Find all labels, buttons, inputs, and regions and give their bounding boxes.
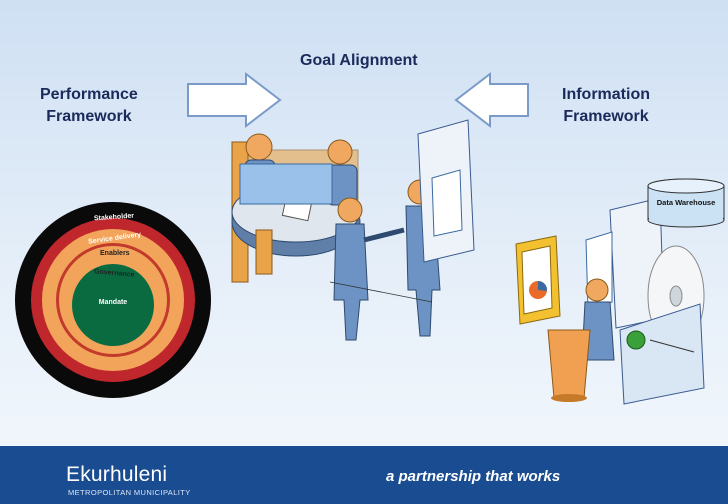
brand-name: Ekurhuleni (66, 463, 168, 486)
right-arrow-icon (187, 71, 282, 129)
page-title: Goal Alignment (300, 52, 418, 69)
performance-framework-line-1: Performance (40, 86, 138, 103)
information-framework-line-2: Framework (563, 108, 649, 125)
ring-mandate (72, 264, 154, 346)
presenter-illustration (515, 235, 615, 402)
ring-label-mandate: Mandate (98, 299, 128, 306)
performance-framework-label: Performance Framework (40, 84, 138, 128)
tagline: a partnership that works (386, 468, 561, 485)
information-framework-line-1: Information (562, 86, 650, 103)
performance-framework-line-2: Framework (46, 108, 132, 125)
data-warehouse-icon (647, 178, 725, 228)
information-framework-label: Information Framework (562, 84, 650, 128)
ring-label-enablers: Enablers (100, 250, 130, 257)
data-warehouse-label: Data Warehouse (656, 198, 716, 207)
footer-bar: Ekurhuleni METROPOLITAN MUNICIPALITY a p… (0, 446, 728, 504)
meeting-illustration (231, 133, 441, 341)
brand-subtitle: METROPOLITAN MUNICIPALITY (68, 488, 191, 497)
disc-and-tablet-illustration (619, 245, 705, 405)
concentric-rings-diagram (15, 202, 211, 398)
left-arrow-icon (454, 71, 529, 129)
